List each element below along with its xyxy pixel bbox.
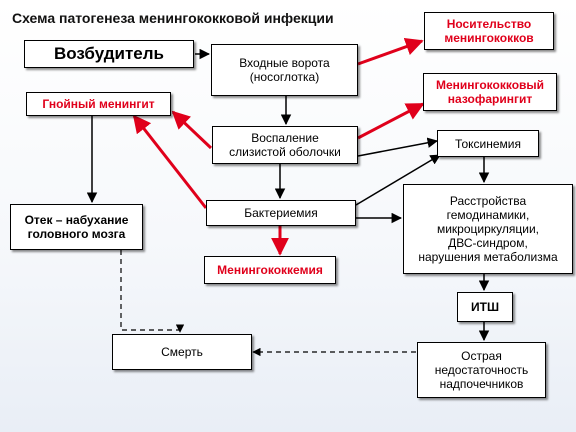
node-nasopharyngitis-label: Менингококковый назофарингит	[435, 78, 545, 106]
node-itsh-label: ИТШ	[470, 300, 499, 314]
red-arrow-entry-to-carriage	[357, 38, 424, 66]
node-bacteremia: Бактериемия	[206, 200, 356, 226]
node-purulent-meningitis: Гнойный менингит	[26, 92, 171, 116]
node-carriage-label: Носительство менингококков	[444, 17, 534, 45]
diagram-title: Схема патогенеза менингококковой инфекци…	[12, 10, 334, 26]
node-meningococcemia-label: Менингококкемия	[217, 263, 323, 277]
red-arrow-inflammation-to-nasopharyngitis	[357, 102, 425, 140]
node-itsh: ИТШ	[457, 292, 513, 322]
node-brain-edema: Отек – набухание головного мозга	[10, 204, 143, 250]
dashed-arrow-edema-to-death	[120, 250, 185, 333]
node-nasopharyngitis: Менингококковый назофарингит	[423, 73, 557, 111]
node-carriage: Носительство менингококков	[424, 12, 554, 50]
node-toxinemia: Токсинемия	[437, 130, 539, 157]
node-mucosa-inflammation-label: Воспаление слизистой оболочки	[229, 131, 341, 159]
node-entry-gate: Входные ворота (носоглотка)	[211, 44, 358, 96]
node-toxinemia-label: Токсинемия	[455, 136, 521, 151]
node-purulent-meningitis-label: Гнойный менингит	[42, 97, 155, 111]
node-pathogen-label: Возбудитель	[53, 44, 165, 63]
arrow-bacteremia-to-toxinemia	[355, 154, 441, 206]
node-meningococcemia: Менингококкемия	[204, 256, 336, 284]
node-bacteremia-label: Бактериемия	[244, 206, 318, 220]
node-adrenal-insufficiency-label: Острая недостаточность надпочечников	[434, 349, 529, 391]
node-pathogen: Возбудитель	[24, 40, 194, 68]
red-arrow-bacteremia-to-meningitis	[132, 114, 208, 209]
arrow-inflammation-to-toxinemia	[357, 137, 439, 157]
node-disorders: Расстройства гемодинамики, микроциркуляц…	[403, 184, 573, 274]
node-disorders-label: Расстройства гемодинамики, микроциркуляц…	[418, 194, 558, 264]
node-entry-gate-label: Входные ворота (носоглотка)	[239, 56, 330, 84]
red-arrow-inflammation-to-meningitis	[171, 110, 213, 150]
node-brain-edema-label: Отек – набухание головного мозга	[24, 213, 129, 241]
node-mucosa-inflammation: Воспаление слизистой оболочки	[212, 126, 358, 164]
node-death-label: Смерть	[161, 345, 203, 359]
node-adrenal-insufficiency: Острая недостаточность надпочечников	[417, 342, 546, 398]
node-death: Смерть	[112, 334, 252, 370]
